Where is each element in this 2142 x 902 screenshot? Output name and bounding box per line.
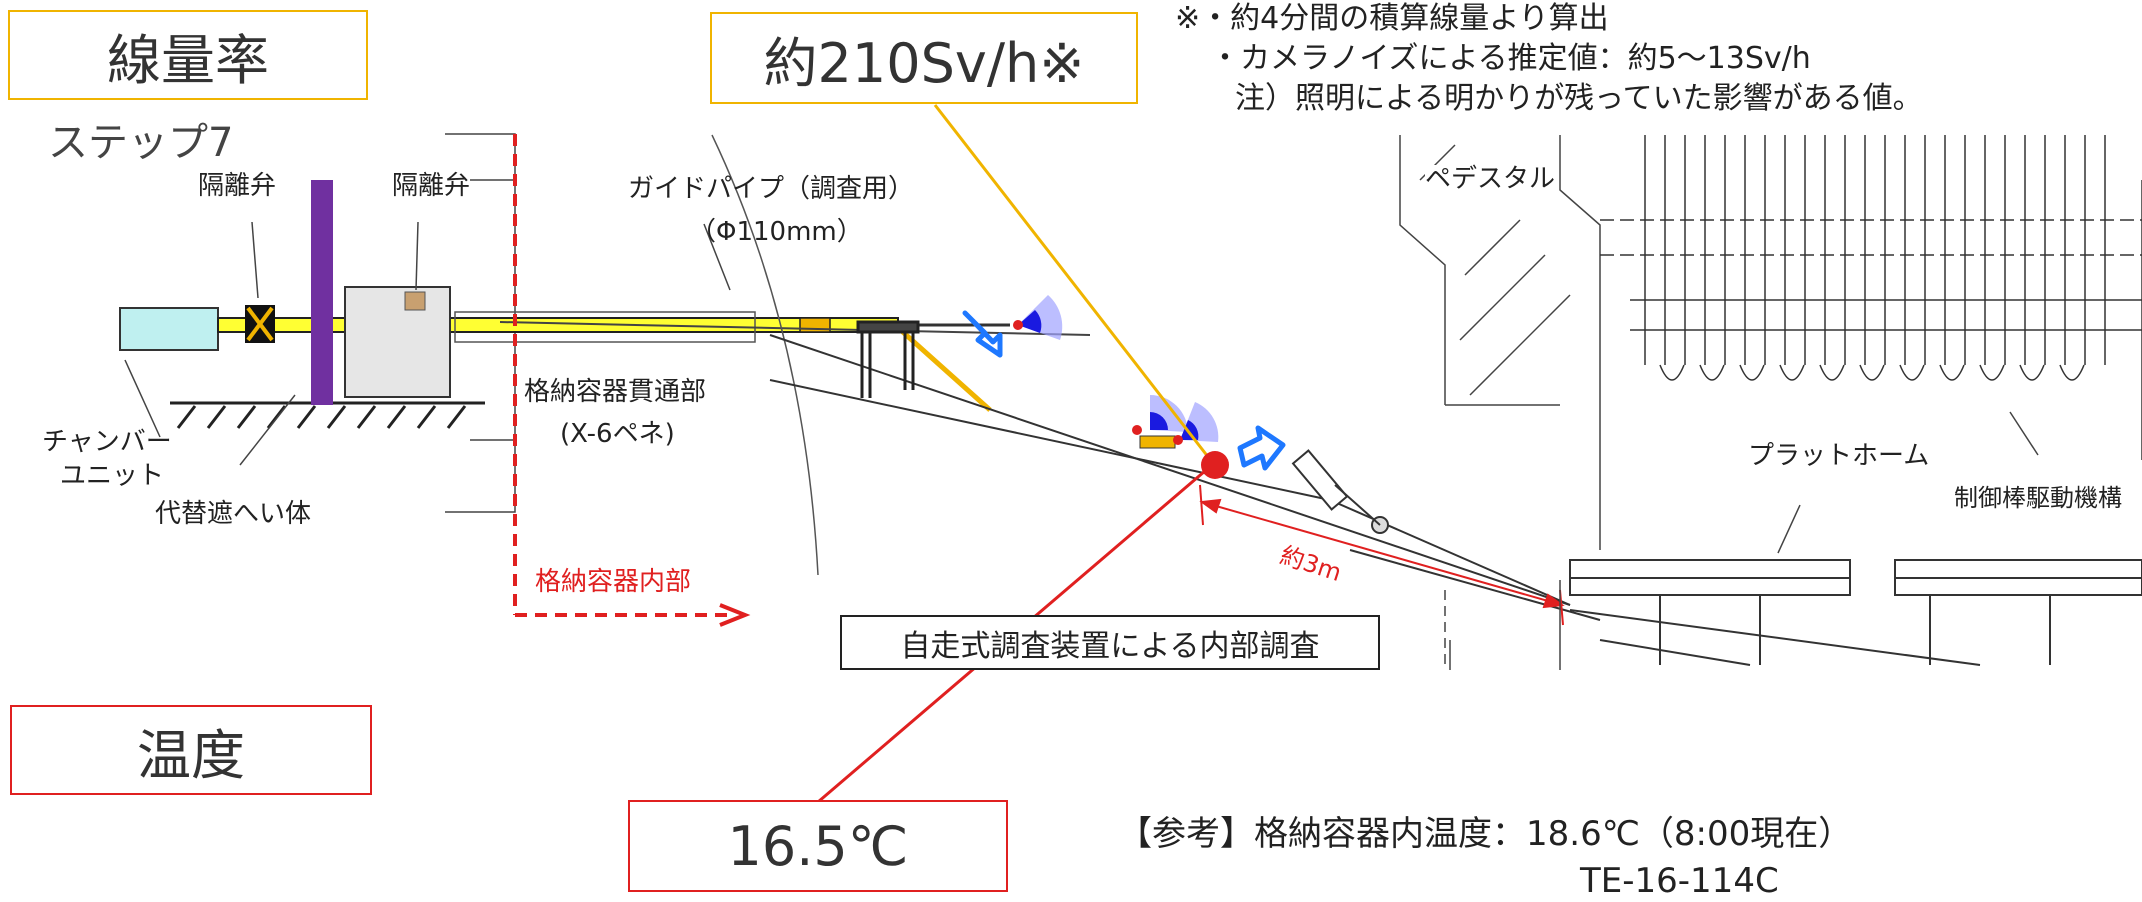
temperature-heading: 温度 [137, 723, 245, 787]
note-line-1: ※・約4分間の積算線量より算出 [1175, 1, 1609, 36]
step-label: ステップ7 [48, 120, 234, 166]
survey-box-label: 自走式調査装置による内部調査 [900, 628, 1320, 664]
pcv-inside-label: 格納容器内部 [535, 567, 692, 597]
dose-value: 約210Sv/h※ [763, 31, 1085, 95]
blue-arrow-2 [1237, 425, 1286, 471]
dose-leader [933, 104, 1214, 463]
temperature-heading-box: 温度 [10, 705, 372, 795]
reference-line-2: TE-16-114C [1580, 861, 1779, 901]
inclined-rail [769, 334, 1601, 621]
dose-value-box: 約210Sv/h※ [710, 12, 1138, 104]
camera-fan-pipe [1013, 295, 1063, 340]
isolation-valve-1-label: 隔離弁 [198, 171, 277, 201]
distance-dimension [1199, 484, 1565, 626]
crd-label: 制御棒駆動機構 [1954, 484, 2122, 512]
survey-box: 自走式調査装置による内部調査 [840, 615, 1380, 670]
pcv-boundary [513, 134, 751, 627]
chamber-label-1: チャンバー [42, 427, 172, 457]
blue-arrow-1 [962, 310, 1003, 358]
reference-line-1: 【参考】格納容器内温度：18.6℃（8:00現在） [1118, 814, 1853, 854]
label-leaders [124, 221, 2039, 554]
temp-value-box: 16.5℃ [628, 800, 1008, 892]
chamber-unit [119, 307, 219, 351]
rail-lower [499, 321, 1091, 336]
pedestal-wall [1399, 135, 1601, 670]
ground-hatch [170, 401, 485, 429]
second-device [1291, 449, 1389, 534]
platform-label: プラットホーム [1748, 441, 1930, 471]
note-line-3: 注）照明による明かりが残っていた影響がある値。 [1235, 81, 1923, 116]
platform-structure [1569, 559, 2142, 666]
shield-wall [311, 180, 333, 405]
isolation-valve-2-actuator [404, 291, 426, 311]
isolation-valve-2-box [344, 286, 451, 398]
extension-rail-diag [893, 323, 992, 412]
pedestal-arc [711, 134, 819, 576]
isolation-valve-2-label: 隔離弁 [392, 171, 471, 201]
guide-pipe-label-2: （Φ110mm） [690, 217, 863, 247]
small-table [856, 320, 920, 398]
note-line-2: ・カメラノイズによる推定値：約5～13Sv/h [1210, 41, 1811, 76]
temp-value: 16.5℃ [727, 814, 909, 878]
isolation-valve-1 [245, 305, 275, 343]
control-rod-drive-array [1600, 135, 2142, 460]
penetration-label-1: 格納容器貫通部 [524, 377, 707, 408]
measurement-point [1201, 451, 1229, 479]
penetration-label-2: (X-6ペネ) [560, 419, 675, 449]
chamber-label-2: ユニット [60, 461, 165, 491]
dose-rate-heading-box: 線量率 [8, 10, 368, 100]
alt-shield-label: 代替遮へい体 [155, 499, 312, 529]
dose-rate-heading: 線量率 [107, 28, 269, 92]
survey-device [1132, 395, 1219, 449]
guide-pipe-label-1: ガイドパイプ（調査用） [628, 174, 915, 204]
pedestal-label: ペデスタル [1425, 164, 1556, 195]
